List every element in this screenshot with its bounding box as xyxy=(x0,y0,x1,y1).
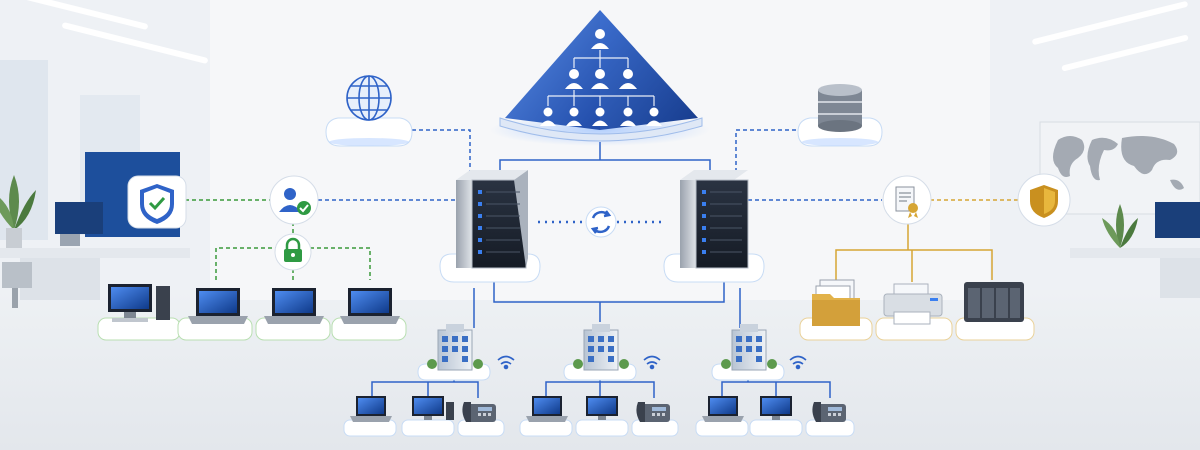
laptop-icon xyxy=(188,288,248,324)
user-auth-node[interactable] xyxy=(269,175,319,225)
branch-1-laptop[interactable] xyxy=(343,396,397,437)
branch-2-desktop[interactable] xyxy=(575,396,629,437)
database-icon xyxy=(818,84,862,132)
desktop-computer-icon xyxy=(760,396,792,420)
resource-nas-storage[interactable] xyxy=(955,282,1035,341)
right-resource-row xyxy=(799,279,1035,341)
left-device-laptop-3[interactable] xyxy=(331,288,407,341)
office-building-icon xyxy=(427,324,483,371)
server-left-node[interactable] xyxy=(438,170,542,283)
left-device-laptop-2[interactable] xyxy=(255,288,331,341)
wifi-icon xyxy=(643,355,661,370)
laptop-icon xyxy=(264,288,324,324)
background-monitor-icon xyxy=(1155,202,1200,238)
desk-phone-icon xyxy=(636,402,670,422)
desktop-computer-icon xyxy=(586,396,618,420)
printer-icon xyxy=(883,283,943,325)
laptop-icon xyxy=(340,288,400,324)
access-lock-node[interactable] xyxy=(274,233,312,271)
branch-1-phone[interactable] xyxy=(457,402,505,437)
gold-shield-icon xyxy=(1030,185,1058,218)
sync-icon xyxy=(590,210,612,234)
office-building-icon xyxy=(721,324,777,371)
wifi-icon xyxy=(497,355,515,370)
lock-icon xyxy=(284,237,302,262)
desk-phone-icon xyxy=(462,402,496,422)
resource-file-folder[interactable] xyxy=(799,279,873,341)
database-node[interactable] xyxy=(797,84,883,147)
left-device-laptop-1[interactable] xyxy=(177,288,253,341)
branch-1-node[interactable] xyxy=(416,324,515,381)
globe-icon xyxy=(346,75,392,121)
link-internet-server xyxy=(412,129,471,172)
server-tower-icon xyxy=(456,170,528,269)
left-device-desktop[interactable] xyxy=(97,284,181,341)
branch-2-phone[interactable] xyxy=(631,402,679,437)
sync-node[interactable] xyxy=(585,206,617,238)
branch-3-phone[interactable] xyxy=(805,402,855,437)
link-certificate-resources xyxy=(835,222,993,282)
link-hub-servers xyxy=(499,142,711,172)
internet-node[interactable] xyxy=(325,75,413,147)
desktop-computer-icon xyxy=(108,284,170,322)
laptop-icon xyxy=(526,396,568,422)
plant-icon xyxy=(0,175,36,248)
server-tower-icon xyxy=(680,170,749,269)
shield-check-icon xyxy=(140,184,174,224)
file-folder-icon xyxy=(812,279,860,326)
laptop-icon xyxy=(350,396,392,422)
branch-3-desktop[interactable] xyxy=(749,396,803,437)
user-check-icon xyxy=(279,188,311,215)
branch-device-row xyxy=(343,396,855,437)
nas-storage-icon xyxy=(964,282,1024,322)
policy-shield-node[interactable] xyxy=(1017,173,1071,227)
plant-icon xyxy=(1102,204,1138,248)
server-right-node[interactable] xyxy=(662,170,766,283)
laptop-icon xyxy=(702,396,744,422)
branch-2-node[interactable] xyxy=(562,324,661,381)
security-shield-node[interactable] xyxy=(127,175,187,229)
link-servers-backbone xyxy=(493,280,725,322)
link-database-server xyxy=(735,129,796,172)
certificate-icon xyxy=(895,186,918,218)
office-building-icon xyxy=(573,324,629,371)
resource-printer[interactable] xyxy=(875,283,953,341)
wifi-icon xyxy=(789,355,807,370)
desk-phone-icon xyxy=(812,402,846,422)
branch-1-desktop[interactable] xyxy=(401,396,455,437)
user-hierarchy-pyramid-icon xyxy=(540,29,662,126)
branch-2-laptop[interactable] xyxy=(519,396,573,437)
branch-3-laptop[interactable] xyxy=(695,396,749,437)
hub-pyramid[interactable] xyxy=(490,10,710,146)
branch-3-node[interactable] xyxy=(710,324,807,381)
desktop-computer-icon xyxy=(412,396,454,420)
left-device-row xyxy=(97,284,407,341)
certificate-node[interactable] xyxy=(882,175,932,225)
